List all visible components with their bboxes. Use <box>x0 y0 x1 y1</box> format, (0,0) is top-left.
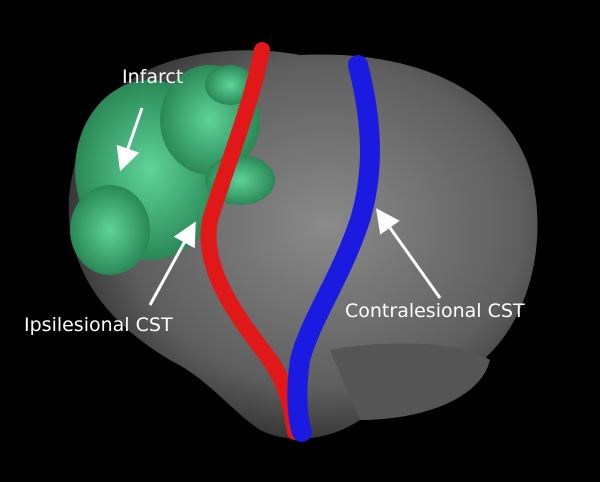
contralesional-cst-label: Contralesional CST <box>345 300 525 322</box>
ipsilesional-cst-label: Ipsilesional CST <box>24 314 173 336</box>
infarct-region <box>70 65 275 275</box>
contralesional-arrow <box>376 208 442 299</box>
cerebellum <box>330 343 490 420</box>
infarct-label: Infarct <box>122 66 184 88</box>
infarct-arrow <box>116 107 144 172</box>
ipsilesional-arrow <box>148 221 196 306</box>
contralesional-tract <box>287 55 380 442</box>
ipsilesional-tract <box>200 42 303 440</box>
